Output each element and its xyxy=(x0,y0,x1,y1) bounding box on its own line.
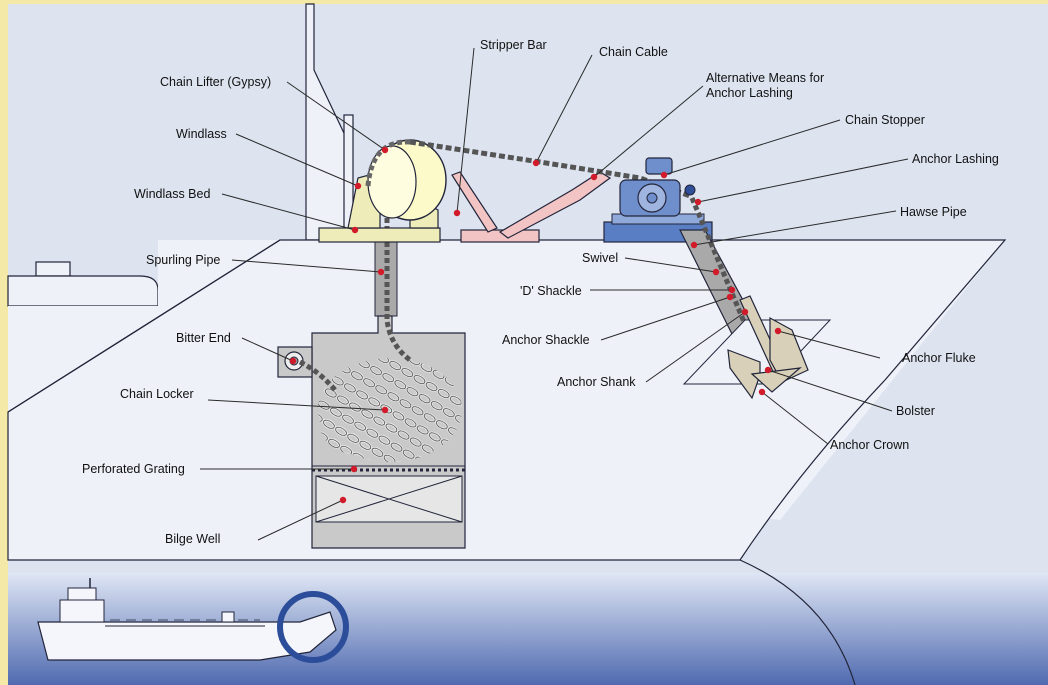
chain-stopper xyxy=(603,157,713,243)
label-chain-cable: Chain Cable xyxy=(599,45,668,59)
label-chain-stopper: Chain Stopper xyxy=(845,113,925,127)
marker-dots xyxy=(289,146,782,504)
label-chain-locker: Chain Locker xyxy=(120,387,194,401)
label-windlass: Windlass xyxy=(176,127,227,141)
label-chain-lifter: Chain Lifter (Gypsy) xyxy=(160,75,271,89)
label-anchor-shank: Anchor Shank xyxy=(557,375,636,389)
leader-lines xyxy=(200,47,909,541)
label-alt-means-line2: Anchor Lashing xyxy=(706,86,793,100)
label-windlass-bed: Windlass Bed xyxy=(134,187,210,201)
label-bitter-end: Bitter End xyxy=(176,331,231,345)
label-swivel: Swivel xyxy=(582,251,618,265)
stripper-bar-base xyxy=(460,229,540,243)
label-bolster: Bolster xyxy=(896,404,935,418)
chain-cable xyxy=(409,139,691,199)
label-perforated-grating: Perforated Grating xyxy=(82,462,185,476)
label-d-shackle: 'D' Shackle xyxy=(520,284,582,298)
label-bilge-well: Bilge Well xyxy=(165,532,220,546)
label-spurling-pipe: Spurling Pipe xyxy=(146,253,220,267)
label-stripper-bar: Stripper Bar xyxy=(480,38,547,52)
anchor xyxy=(727,295,809,400)
chain-to-locker xyxy=(384,210,412,362)
label-anchor-fluke: Anchor Fluke xyxy=(902,351,976,365)
chain-locker-box xyxy=(277,315,466,549)
stripper-bar xyxy=(451,171,498,233)
label-anchor-lashing: Anchor Lashing xyxy=(912,152,999,166)
highlight-circle xyxy=(277,591,349,663)
label-anchor-shackle: Anchor Shackle xyxy=(502,333,590,347)
ship-silhouette xyxy=(37,578,349,663)
alt-lashing-arm xyxy=(498,171,612,239)
label-anchor-crown: Anchor Crown xyxy=(830,438,909,452)
windlass xyxy=(318,139,447,243)
label-alt-means-line1: Alternative Means for xyxy=(706,71,824,85)
label-hawse-pipe: Hawse Pipe xyxy=(900,205,967,219)
